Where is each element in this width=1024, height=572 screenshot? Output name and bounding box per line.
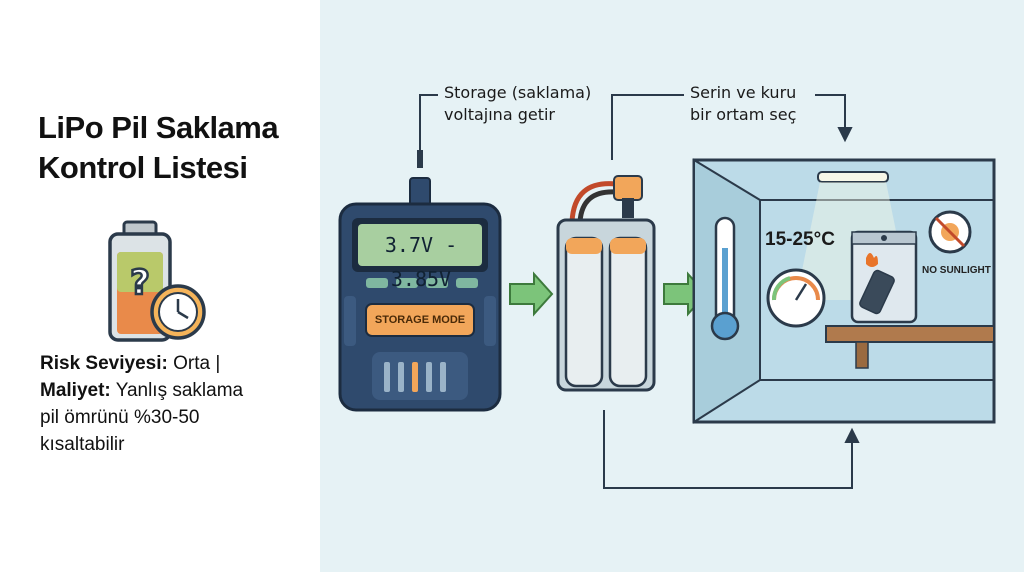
risk-summary: Risk Seviyesi: Orta | Maliyet: Yanlış sa… xyxy=(40,350,310,458)
title-line-1: LiPo Pil Saklama xyxy=(38,110,279,145)
risk-label: Risk Seviyesi: xyxy=(40,353,168,374)
risk-value: Orta | xyxy=(173,353,221,374)
charger-display-value: 3.7V - 3.85V xyxy=(384,233,458,291)
storage-callout-line-2: voltajına getir xyxy=(444,105,555,124)
title-line-2: Kontrol Listesi xyxy=(38,150,248,185)
thermometer-icon xyxy=(710,216,740,341)
page-title: LiPo Pil Saklama Kontrol Listesi xyxy=(38,108,318,188)
cost-label: Maliyet: xyxy=(40,380,111,401)
storage-voltage-callout: Storage (saklama) voltajına getir xyxy=(444,82,591,126)
battery-question-icon: ? xyxy=(108,220,206,342)
no-sunlight-label: NO SUNLIGHT xyxy=(922,265,991,276)
no-sunlight-icon xyxy=(928,210,972,254)
humidity-gauge-icon xyxy=(766,268,826,328)
svg-text:?: ? xyxy=(130,263,150,303)
storage-cabinet-icon xyxy=(692,158,996,424)
connector-lines xyxy=(419,94,860,489)
cost-line-2: pil ömrünü %30-50 xyxy=(40,407,200,428)
cost-line-3: kısaltabilir xyxy=(40,434,125,455)
place-callout-line-1: Serin ve kuru xyxy=(690,83,797,102)
temperature-range: 15-25°C xyxy=(765,229,835,250)
fireproof-bag-icon xyxy=(850,230,918,324)
storage-mode-button: STORAGE MODE xyxy=(374,314,466,326)
cost-line-1: Yanlış saklama xyxy=(115,380,244,401)
lipo-battery-pack-icon xyxy=(556,175,656,392)
storage-callout-line-1: Storage (saklama) xyxy=(444,83,592,102)
place-callout-line-2: bir ortam seç xyxy=(690,105,797,124)
charger-icon xyxy=(338,150,502,412)
storage-place-callout: Serin ve kuru bir ortam seç xyxy=(690,82,796,126)
